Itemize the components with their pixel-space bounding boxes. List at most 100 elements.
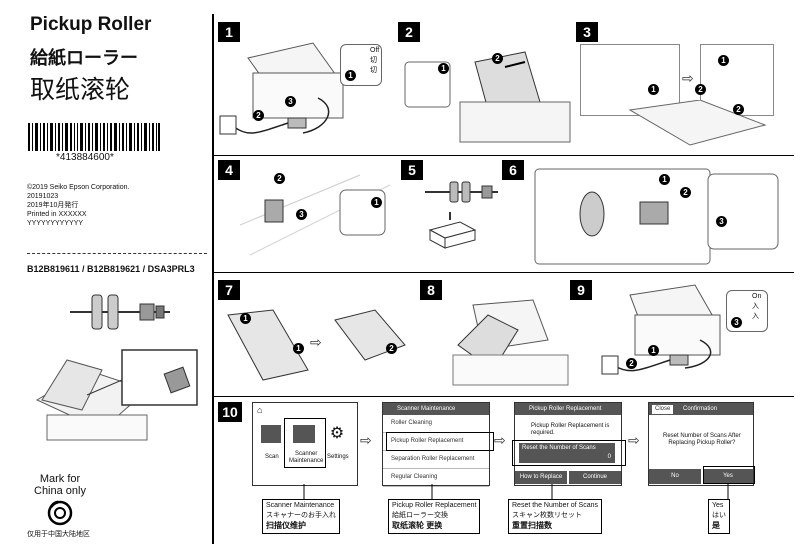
next-arrow: ⇨ <box>360 432 372 448</box>
next-arrow: ⇨ <box>310 334 322 350</box>
date-code: 20191023 <box>27 193 59 200</box>
home-screen: ⌂ ⚙ Scan Scanner Maintenance Settings <box>252 402 358 486</box>
caption-connectors <box>303 484 729 500</box>
off-ja: 切 <box>370 57 377 64</box>
power-on-labels: On 入 入 <box>752 292 761 322</box>
confirmation-screen: Close Confirmation Reset Number of Scans… <box>648 402 754 486</box>
menu-separation-roller-replacement[interactable]: Separation Roller Replacement <box>383 451 489 469</box>
title-english: Pickup Roller <box>30 14 152 35</box>
caption-4-en: Yes <box>712 502 724 509</box>
caption-2-zh: 取纸滚轮 更换 <box>392 521 443 530</box>
home-icon: ⌂ <box>257 405 263 415</box>
circle-1: 1 <box>293 343 304 354</box>
roller-illustration <box>70 294 170 330</box>
maint-line-1: Scanner <box>295 451 318 457</box>
copyright: ©2019 Seiko Epson Corporation. <box>27 184 130 191</box>
settings-label: Settings <box>327 454 349 460</box>
title-japanese: 給紙ローラー <box>30 48 138 68</box>
caption-2-ja: 給紙ローラー交換 <box>392 512 448 519</box>
circle-1: 1 <box>345 70 356 81</box>
reset-label: Reset the Number of Scans <box>522 445 596 451</box>
product-code: YYYYYYYYYYYY <box>27 220 84 227</box>
off-zh: 切 <box>370 67 377 74</box>
highlight-reset <box>512 440 626 466</box>
caption-pickup-roller: Pickup Roller Replacement 給紙ローラー交換 取纸滚轮 … <box>388 499 481 534</box>
scanner-maintenance-screen: Scanner Maintenance Roller Cleaning Pick… <box>382 402 490 487</box>
next-arrow: ⇨ <box>682 70 694 86</box>
caption-3-ja: スキャン枚数リセット <box>512 512 582 519</box>
step-4-number: 4 <box>218 160 240 180</box>
circle-1: 1 <box>659 174 670 185</box>
continue-button[interactable]: Continue <box>569 471 621 484</box>
yes-button[interactable]: Yes <box>703 469 753 484</box>
pickup-roller-screen: Pickup Roller Replacement Pickup Roller … <box>514 402 622 486</box>
close-button[interactable]: Close <box>652 405 674 414</box>
pickup-message-1: Pickup Roller Replacement is <box>531 423 610 429</box>
scan-tile-icon[interactable] <box>261 425 281 443</box>
confirm-header: Close Confirmation <box>649 403 753 415</box>
circle-1: 1 <box>648 84 659 95</box>
model-numbers: B12B819611 / B12B819621 / DSA3PRL3 <box>27 264 195 274</box>
step-1-illustration <box>219 42 344 135</box>
on-ja: 入 <box>752 303 759 310</box>
circle-3: 3 <box>296 209 307 220</box>
scan-label: Scan <box>265 454 279 460</box>
divider <box>27 253 207 254</box>
step-8-number: 8 <box>420 280 442 300</box>
on-en: On <box>752 293 762 300</box>
no-button[interactable]: No <box>649 469 701 484</box>
pickup-message: Pickup Roller Replacement is required. <box>531 423 609 437</box>
confirm-message-1: Reset Number of Scans After <box>663 433 741 439</box>
step-6-illustration <box>534 168 779 265</box>
caption-1-en: Scanner Maintenance <box>266 502 335 509</box>
circle-2: 2 <box>680 187 691 198</box>
caption-3-zh: 重置扫描数 <box>512 521 552 530</box>
circle-1: 1 <box>371 197 382 208</box>
row-separator-3 <box>214 396 794 397</box>
step-9-number: 9 <box>570 280 592 300</box>
circle-2: 2 <box>386 343 397 354</box>
power-off-labels: Off 切 切 <box>370 46 379 76</box>
menu-roller-cleaning[interactable]: Roller Cleaning <box>383 415 489 433</box>
scanner-maintenance-label: Scanner Maintenance <box>289 451 323 465</box>
maint-line-2: Maintenance <box>289 458 324 464</box>
how-to-replace-button[interactable]: How to Replace <box>515 471 567 484</box>
step-3-inset-left <box>580 44 680 116</box>
step-3-number: 3 <box>576 22 598 42</box>
confirm-message-2: Replacing Pickup Roller? <box>668 440 736 446</box>
circle-2: 2 <box>626 358 637 369</box>
reset-value: 0 <box>607 454 611 460</box>
circle-2: 2 <box>274 173 285 184</box>
highlight-pickup <box>386 432 494 451</box>
row-separator-1 <box>214 155 794 156</box>
japanese-date: 2019年10月発行 <box>27 202 79 209</box>
step-3-scanner <box>628 100 767 146</box>
step-8-illustration <box>452 299 569 386</box>
step-5-number: 5 <box>401 160 423 180</box>
title-chinese: 取纸滚轮 <box>30 76 131 104</box>
step-7-number: 7 <box>218 280 240 300</box>
caption-1-zh: 扫描仪维护 <box>266 521 306 530</box>
circle-1: 1 <box>718 55 729 66</box>
caption-reset-scans: Reset the Number of Scans スキャン枚数リセット 重置扫… <box>508 499 602 534</box>
reset-scans-row[interactable]: Reset the Number of Scans 0 <box>519 443 615 463</box>
settings-gear-icon[interactable]: ⚙ <box>329 425 345 442</box>
circle-3: 3 <box>285 96 296 107</box>
pickup-screen-title: Pickup Roller Replacement <box>515 403 621 415</box>
highlight-maintenance <box>284 418 326 468</box>
caption-yes: Yes はい 是 <box>708 499 730 534</box>
maintenance-tile-icon[interactable] <box>293 425 315 443</box>
step-2-illustration <box>404 51 571 143</box>
maint-screen-title: Scanner Maintenance <box>383 403 489 415</box>
circle-2: 2 <box>492 53 503 64</box>
row-separator-2 <box>214 272 794 273</box>
mark-line-1: Mark for <box>39 473 81 485</box>
circle-2: 2 <box>253 110 264 121</box>
circle-2: 2 <box>695 84 706 95</box>
pickup-message-2: required. <box>531 430 555 436</box>
on-zh: 入 <box>752 313 759 320</box>
printed-in: Printed in XXXXXX <box>27 211 87 218</box>
menu-regular-cleaning[interactable]: Regular Cleaning <box>383 469 489 487</box>
confirm-message: Reset Number of Scans After Replacing Pi… <box>663 433 741 447</box>
off-en: Off <box>370 47 380 54</box>
